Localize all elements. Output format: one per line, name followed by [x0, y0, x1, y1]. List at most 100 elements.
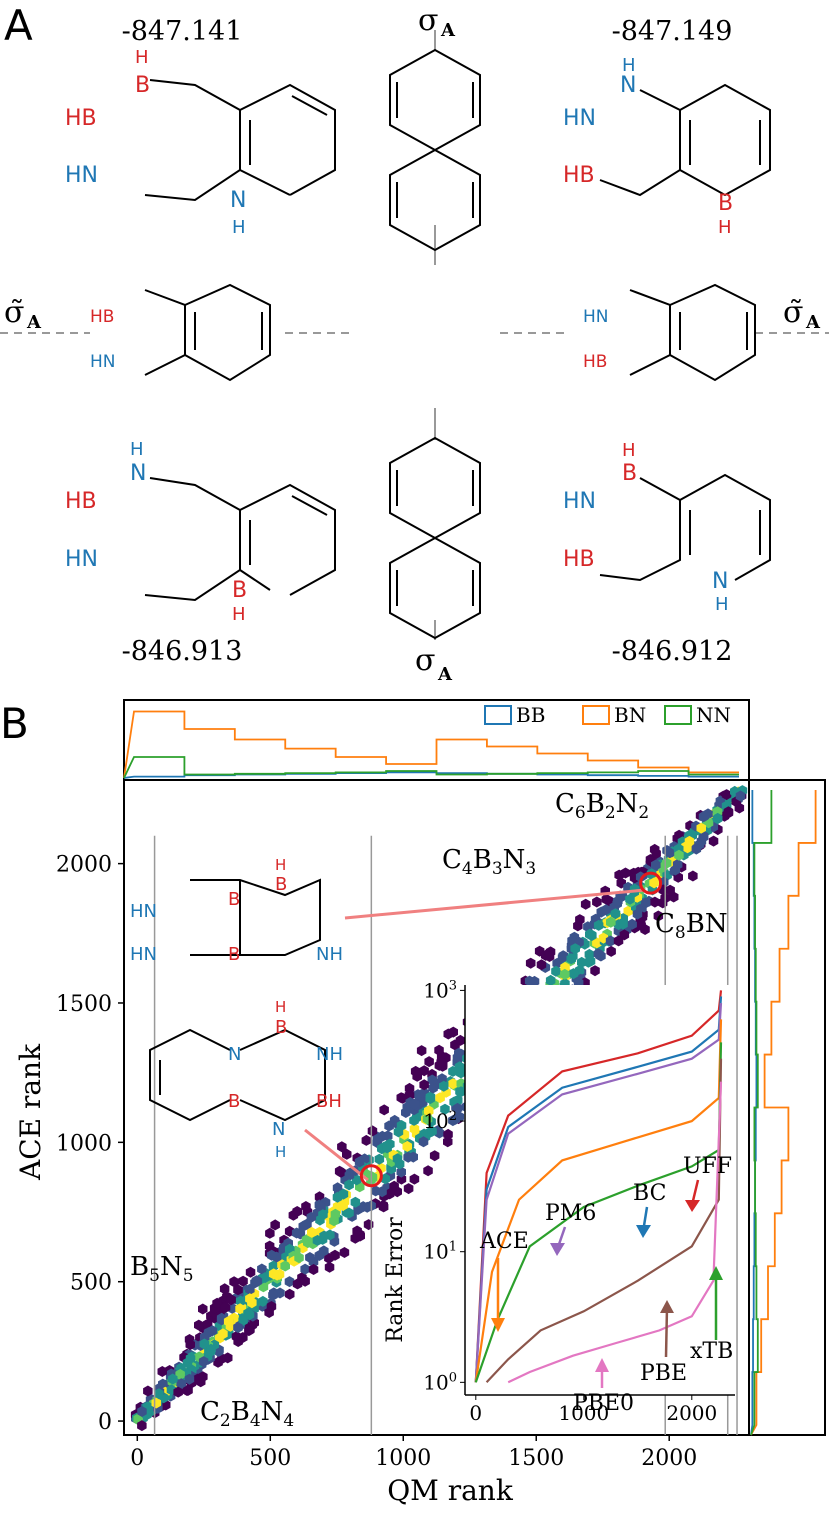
hexbin-cell — [175, 1369, 185, 1380]
hexbin-cell — [218, 1328, 228, 1340]
svg-text:B: B — [275, 1017, 287, 1038]
svg-text:H: H — [130, 439, 144, 460]
hexbin-cell — [268, 1289, 278, 1301]
hexbin-cell — [185, 1339, 195, 1351]
series-line-bc — [474, 996, 723, 1383]
hexbin-cell — [305, 1252, 315, 1263]
hexbin-cell — [386, 1163, 396, 1175]
hexbin-cell — [443, 1136, 453, 1148]
hexbin-cell — [439, 1080, 449, 1092]
svg-text:H: H — [715, 594, 729, 615]
svg-text:B5N5: B5N5 — [130, 1252, 194, 1286]
hexbin-cell — [307, 1226, 317, 1238]
label-pm6: PM6 — [545, 1201, 596, 1226]
hexbin-cell — [344, 1207, 354, 1219]
hexbin-cell — [453, 1094, 463, 1106]
series-line-ace — [474, 1019, 723, 1383]
svg-text:HB: HB — [90, 307, 114, 327]
hexbin-cell — [436, 1056, 446, 1068]
hexbin-cell — [384, 1188, 395, 1200]
svg-text:B: B — [228, 1091, 240, 1112]
sigma-tilde-left-subscript: A — [26, 312, 42, 333]
y-tick-label: 1500 — [56, 992, 112, 1017]
hexbin-cell — [423, 1165, 433, 1177]
inset-x-tick-label: 0 — [469, 1401, 482, 1425]
hexbin-cell — [394, 1158, 405, 1170]
x-tick-label: 500 — [249, 1446, 291, 1471]
svg-text:HB: HB — [65, 106, 97, 131]
hexbin-cell — [712, 812, 723, 824]
hexbin-cell — [593, 948, 604, 960]
series-line-uff — [474, 990, 723, 1383]
hexbin-cell — [566, 953, 577, 965]
hexbin-cell — [229, 1276, 239, 1288]
hexbin-cell — [524, 975, 535, 987]
hexbin-cell — [448, 1078, 458, 1090]
hexbin-cell — [337, 1141, 347, 1153]
hexbin-cell — [380, 1173, 390, 1185]
hexbin-cell — [157, 1366, 167, 1377]
hexbin-cell — [266, 1249, 277, 1261]
hexbin-cell — [382, 1142, 392, 1154]
panel-b-label: B — [0, 699, 29, 748]
hexbin-cell — [568, 968, 579, 980]
molecule-bottom-left: H N HB HN B H — [65, 439, 336, 625]
svg-text:N: N — [712, 569, 728, 594]
hexbin-cell — [377, 1186, 387, 1198]
hexbin-cell — [396, 1166, 406, 1178]
hexbin-cell — [245, 1266, 256, 1278]
hexbin-cell — [396, 1120, 407, 1131]
hexbin-cell — [618, 918, 628, 930]
hexbin-cell — [560, 968, 570, 980]
svg-text:NN: NN — [696, 703, 731, 727]
x-tick-label: 2000 — [641, 1446, 697, 1471]
hexbin-cell — [434, 1044, 444, 1056]
hexbin-cell — [389, 1180, 399, 1192]
svg-text:HN: HN — [65, 163, 98, 188]
inset-y-tick-label: 101 — [423, 1240, 457, 1264]
hexbin-cell — [206, 1343, 216, 1355]
inset-y-tick-label: 100 — [423, 1370, 457, 1394]
hexbin-cell — [418, 1136, 429, 1148]
hexbin-cell — [260, 1272, 270, 1284]
hexbin-cell — [419, 1079, 429, 1091]
hexbin-cell — [173, 1386, 183, 1398]
naphthalene-top — [389, 48, 481, 265]
hexbin-cell — [300, 1275, 310, 1287]
hexbin-cell — [419, 1065, 429, 1077]
hexbin-cell — [651, 859, 661, 871]
hexbin-cell — [427, 1074, 437, 1086]
series-line-xtb — [474, 1042, 723, 1383]
svg-text:C4B3N3: C4B3N3 — [442, 845, 536, 879]
hexbin-cell — [625, 893, 635, 905]
hexbin-cell — [351, 1174, 362, 1186]
hexbin-cell — [342, 1148, 352, 1160]
hexbin-cell — [721, 789, 732, 801]
svg-text:HB: HB — [65, 489, 97, 514]
hexbin-cell — [684, 835, 695, 847]
hexbin-cell — [410, 1065, 421, 1077]
svg-text:HN: HN — [563, 489, 596, 514]
hexbin-cell — [233, 1284, 243, 1296]
top-hist-nn — [123, 756, 739, 779]
y-tick-label: 500 — [70, 1271, 112, 1296]
hexbin-cell — [587, 930, 597, 942]
hexbin-cell — [379, 1104, 389, 1116]
hexbin-cell — [207, 1325, 218, 1337]
hexbin-cell — [429, 1150, 440, 1162]
hexbin-cell — [284, 1288, 295, 1300]
sigma-bottom-subscript: A — [437, 664, 453, 685]
hexbin-cell — [354, 1156, 365, 1168]
hexbin-cell — [382, 1130, 393, 1142]
sigma-top-label: σ — [418, 3, 438, 38]
hexbin-cell — [183, 1384, 193, 1396]
hexbin-cell — [650, 896, 660, 908]
hexbin-cell — [409, 1173, 420, 1185]
svg-text:H: H — [718, 217, 732, 238]
hexbin-cell — [402, 1140, 412, 1152]
inset-annotations: UFF BC PM6 ACE xTB PBE PBE0 — [479, 1154, 733, 1416]
svg-text:B: B — [232, 578, 247, 603]
panel-a-label: A — [4, 1, 33, 50]
hexbin-cell — [244, 1309, 255, 1321]
